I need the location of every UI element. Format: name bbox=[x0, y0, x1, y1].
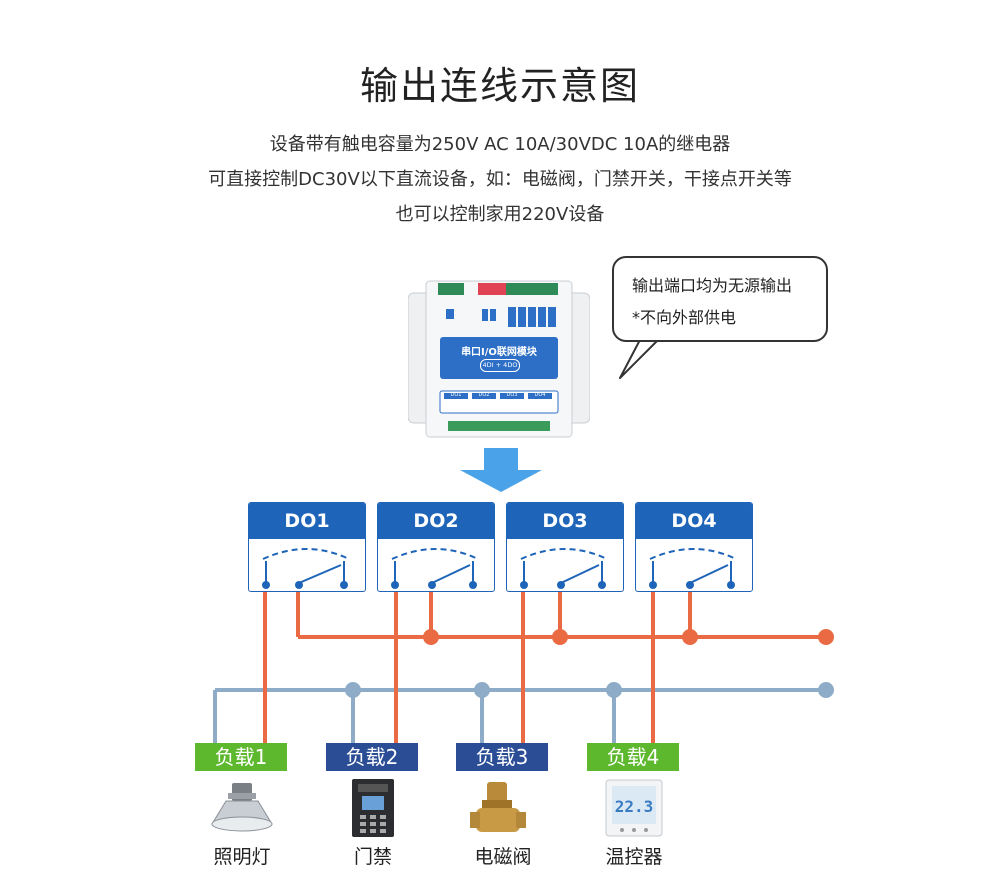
gray-bus bbox=[213, 688, 826, 743]
device-relay-label: DO4 bbox=[534, 392, 546, 398]
relay-label: DO2 bbox=[378, 503, 494, 539]
load-caption-2: 门禁 bbox=[353, 846, 392, 868]
callout-line-1: 输出端口均为无源输出 bbox=[632, 276, 793, 295]
down-arrow-icon bbox=[460, 448, 542, 492]
description-line-2: 可直接控制DC30V以下直流设备，如：电磁阀，门禁开关，干接点开关等 bbox=[208, 169, 792, 190]
device-name: 串口I/O联网模块 bbox=[461, 347, 537, 358]
load-caption-3: 电磁阀 bbox=[474, 846, 532, 868]
relay-label: DO1 bbox=[249, 503, 365, 539]
page-title: 输出连线示意图 bbox=[359, 64, 640, 108]
description-line-1: 设备带有触电容量为250V AC 10A/30VDC 10A的继电器 bbox=[269, 134, 731, 155]
callout-line-2: *不向外部供电 bbox=[632, 308, 737, 327]
relay-switch-icon bbox=[649, 548, 737, 589]
orange-wires bbox=[263, 590, 826, 743]
io-module-device: 串口I/O联网模块 4DI + 4DO DO1 DO2 DO3 DO4 bbox=[408, 275, 590, 443]
load-caption-4: 温控器 bbox=[605, 846, 663, 868]
load-label-3: 负载3 bbox=[456, 743, 548, 771]
relay-label: DO4 bbox=[636, 503, 752, 539]
relay-switch-icon bbox=[391, 548, 479, 589]
relay-box-do2: DO2 bbox=[377, 502, 495, 592]
relay-switch-icon bbox=[262, 548, 350, 589]
relay-label: DO3 bbox=[507, 503, 623, 539]
device-relay-label: DO1 bbox=[450, 392, 462, 398]
callout-bubble: 输出端口均为无源输出 *不向外部供电 bbox=[612, 256, 828, 342]
device-relay-label: DO2 bbox=[478, 392, 490, 398]
relay-box-do4: DO4 bbox=[635, 502, 753, 592]
load-label-2: 负载2 bbox=[326, 743, 418, 771]
load-label-4: 负载4 bbox=[587, 743, 679, 771]
relay-switch-icon bbox=[520, 548, 608, 589]
relay-box-do3: DO3 bbox=[506, 502, 624, 592]
device-subtitle: 4DI + 4DO bbox=[480, 359, 520, 372]
relay-box-do1: DO1 bbox=[248, 502, 366, 592]
load-label-1: 负载1 bbox=[195, 743, 287, 771]
device-relay-label: DO3 bbox=[506, 392, 518, 398]
description-line-3: 也可以控制家用220V设备 bbox=[395, 204, 605, 225]
load-caption-1: 照明灯 bbox=[213, 846, 271, 868]
